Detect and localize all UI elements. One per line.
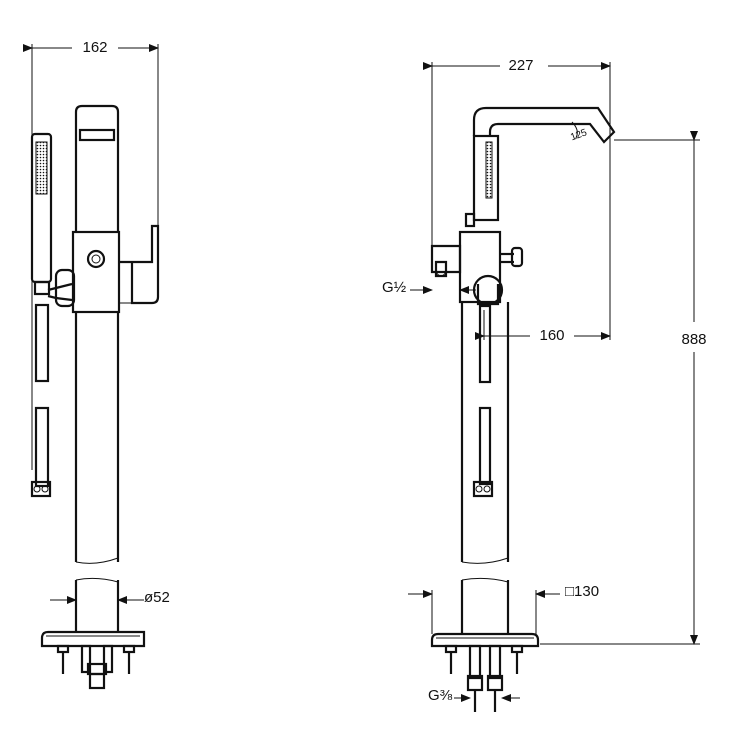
base-dimension: □130 — [408, 583, 599, 634]
hand-shower — [30, 132, 53, 498]
spout: 125 — [472, 106, 616, 144]
spout-dimension: 160 — [475, 138, 611, 344]
front-width-label: 227 — [508, 57, 533, 74]
front-base-plate — [430, 632, 540, 712]
side-view: 162 — [23, 39, 170, 690]
supply-thread-label: G⅜ — [428, 687, 453, 704]
front-body — [430, 134, 524, 634]
supply-thread-dimension: G⅜ — [428, 687, 520, 704]
inlet-thread-dimension: G½ — [382, 279, 476, 296]
spout-dimension-label: 160 — [539, 327, 564, 344]
spout-angle-label: 125 — [569, 127, 589, 143]
height-dimension: 888 — [540, 131, 707, 645]
side-diameter-dimension: ø52 — [50, 589, 170, 606]
side-base-plate — [40, 630, 146, 690]
height-label: 888 — [681, 331, 706, 348]
front-view: 227 125 — [382, 57, 707, 712]
side-width-label: 162 — [82, 39, 107, 56]
side-diameter-label: ø52 — [144, 589, 170, 606]
side-body — [71, 104, 160, 632]
front-width-dimension: 227 — [423, 57, 611, 246]
inlet-thread-label: G½ — [382, 279, 407, 296]
base-dimension-label: □130 — [565, 583, 599, 600]
